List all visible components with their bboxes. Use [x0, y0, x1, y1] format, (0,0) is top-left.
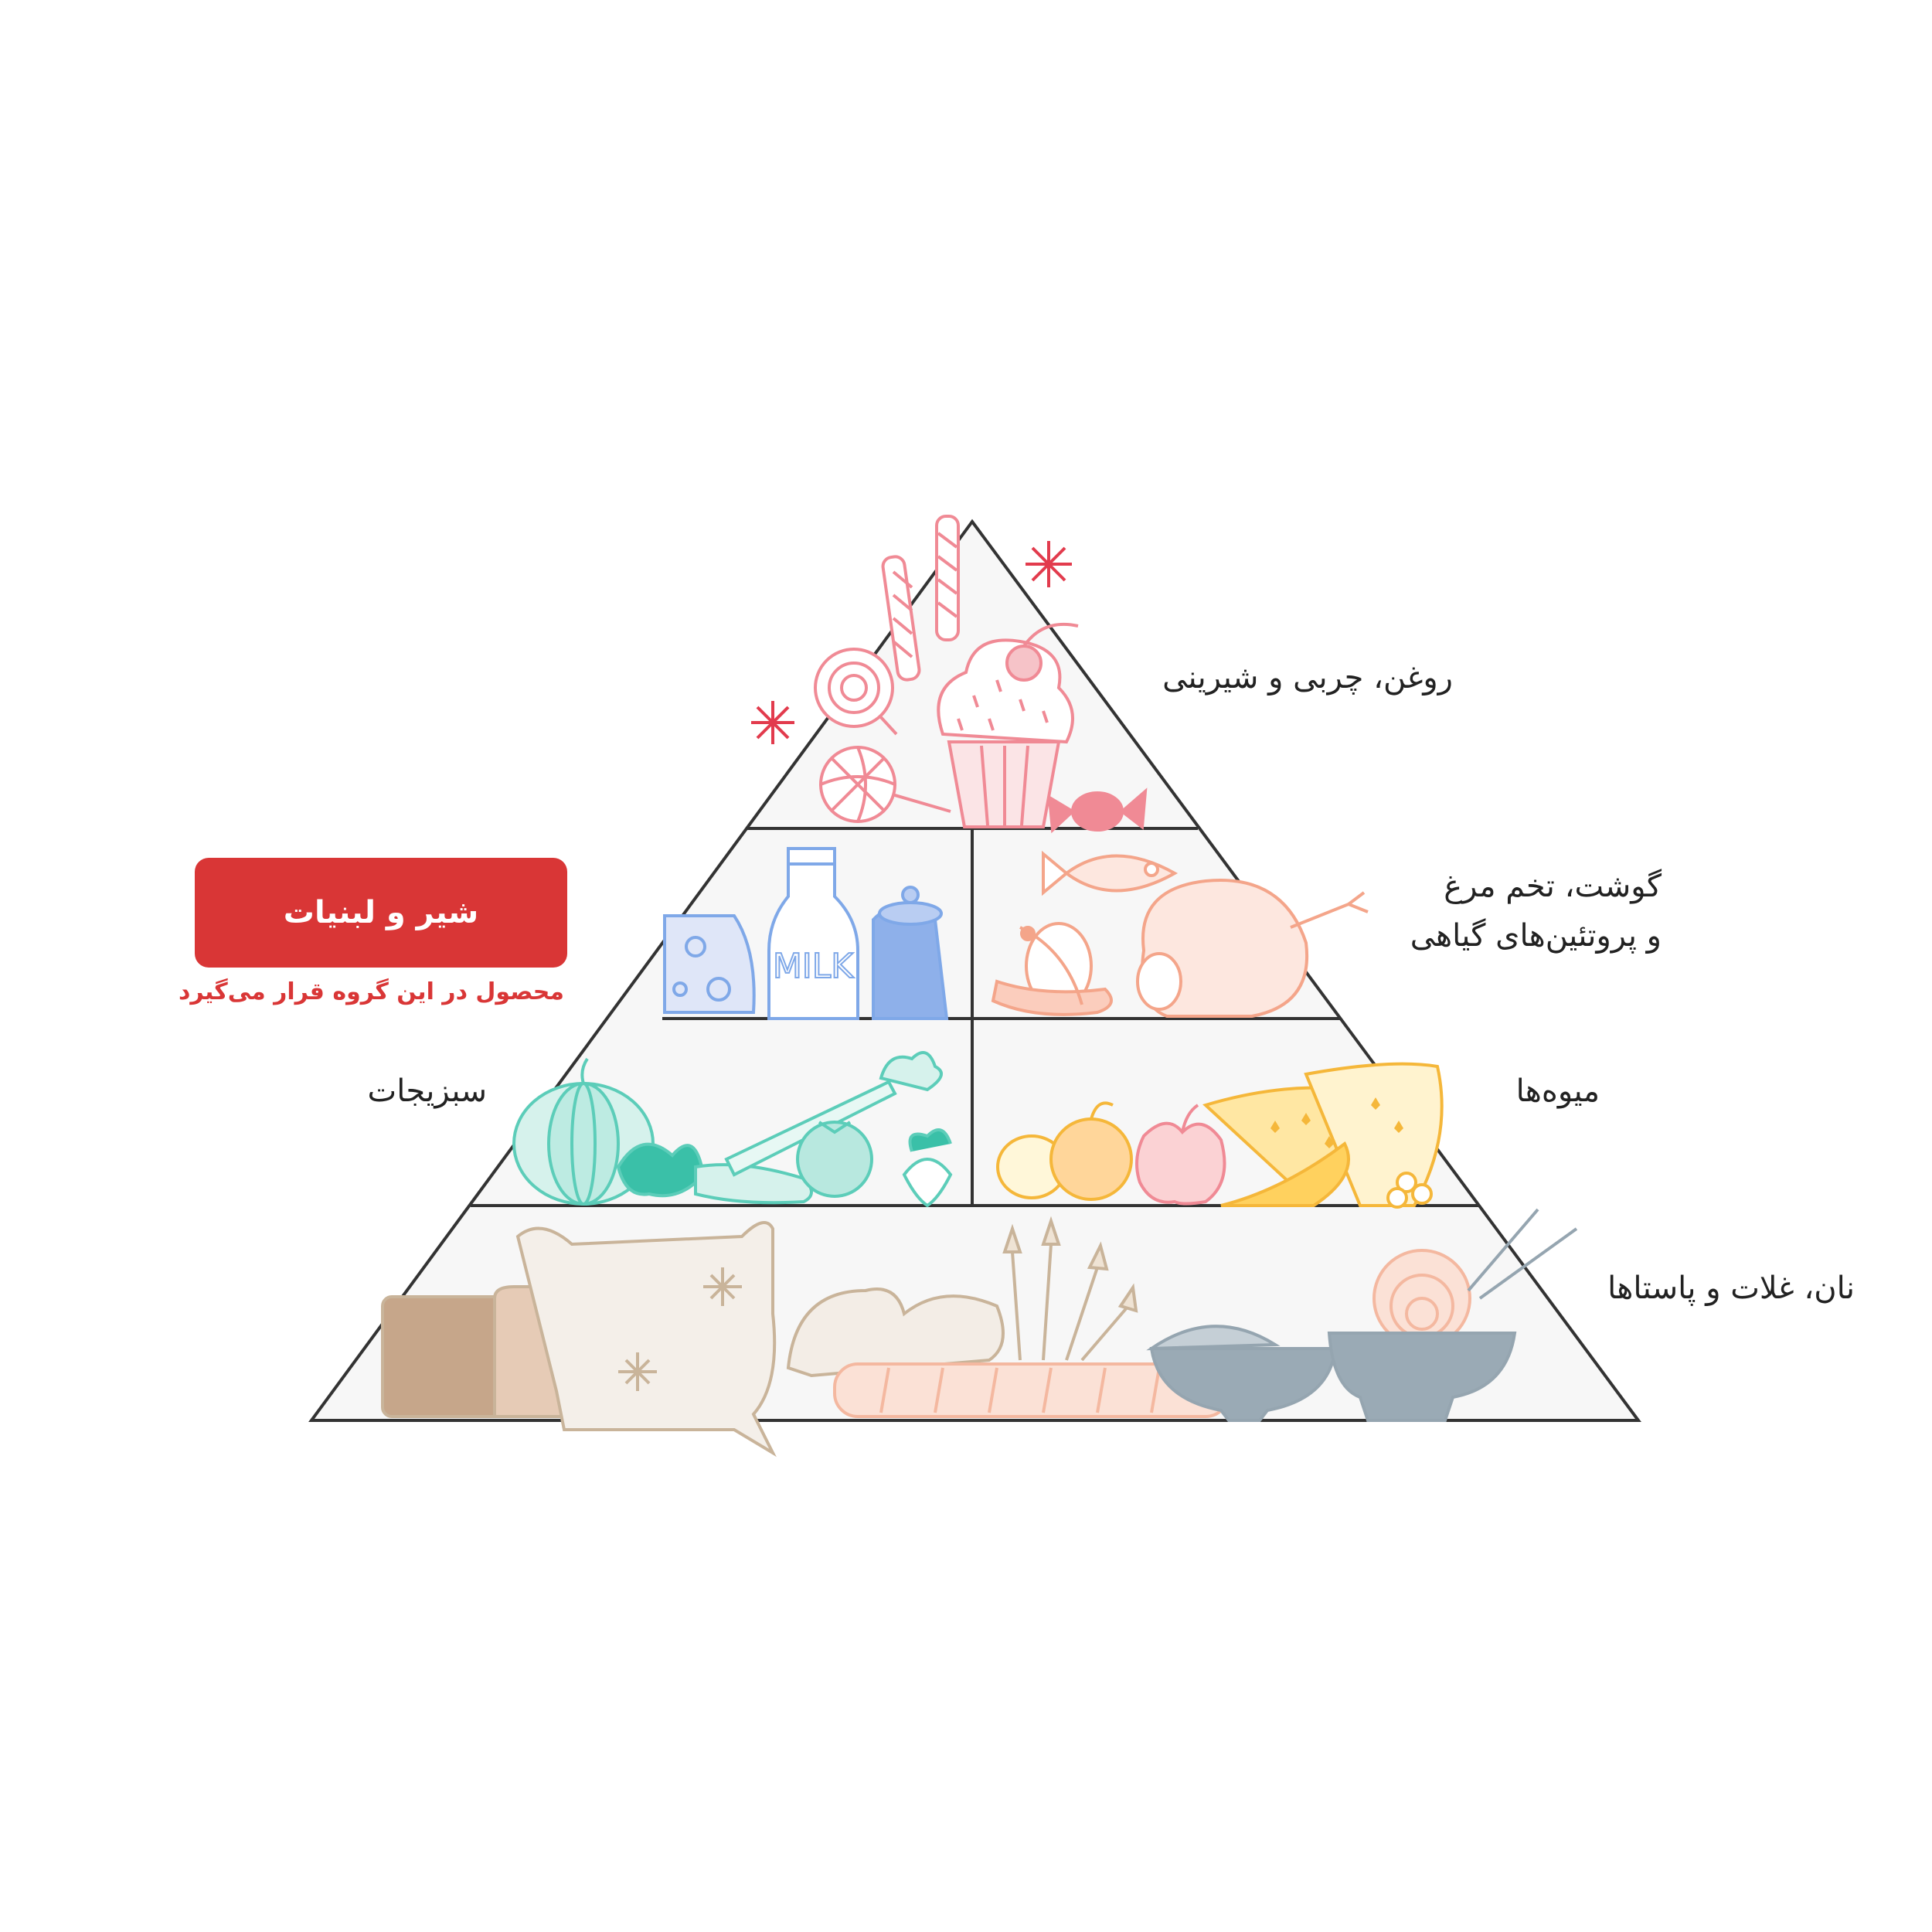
label-protein-line-1: گوشت، تخم مرغ: [1444, 869, 1662, 904]
milk-bottle-text: MILK: [773, 947, 854, 986]
label-bread-grains-pasta: نان، غلات و پاستاها: [1607, 1270, 1855, 1306]
protein-illustration: [991, 850, 1369, 1018]
grains-illustration: [381, 1208, 1578, 1458]
label-meat-eggs-proteins: گوشت، تخم مرغ و پروتئین‌های گیاهی: [1314, 862, 1662, 961]
label-oils-fats-sweets: روغن، چربی و شیرینی: [1162, 660, 1453, 696]
fruits-illustration: [996, 1062, 1444, 1209]
vegetables-illustration: [512, 1051, 953, 1208]
label-protein-line-2: و پروتئین‌های گیاهی: [1410, 918, 1662, 954]
label-fruits: میوه‌ها: [1515, 1073, 1600, 1109]
sweets-illustration: [751, 515, 1148, 834]
dairy-illustration: MILK: [663, 847, 949, 1020]
dairy-callout-subtitle: محصول در این گروه قرار می‌گیرد: [178, 978, 564, 1005]
label-vegetables: سبزیجات: [367, 1073, 487, 1109]
dairy-callout-badge: شیر و لبنیات: [195, 858, 567, 968]
dairy-callout-title: شیر و لبنیات: [283, 895, 479, 930]
